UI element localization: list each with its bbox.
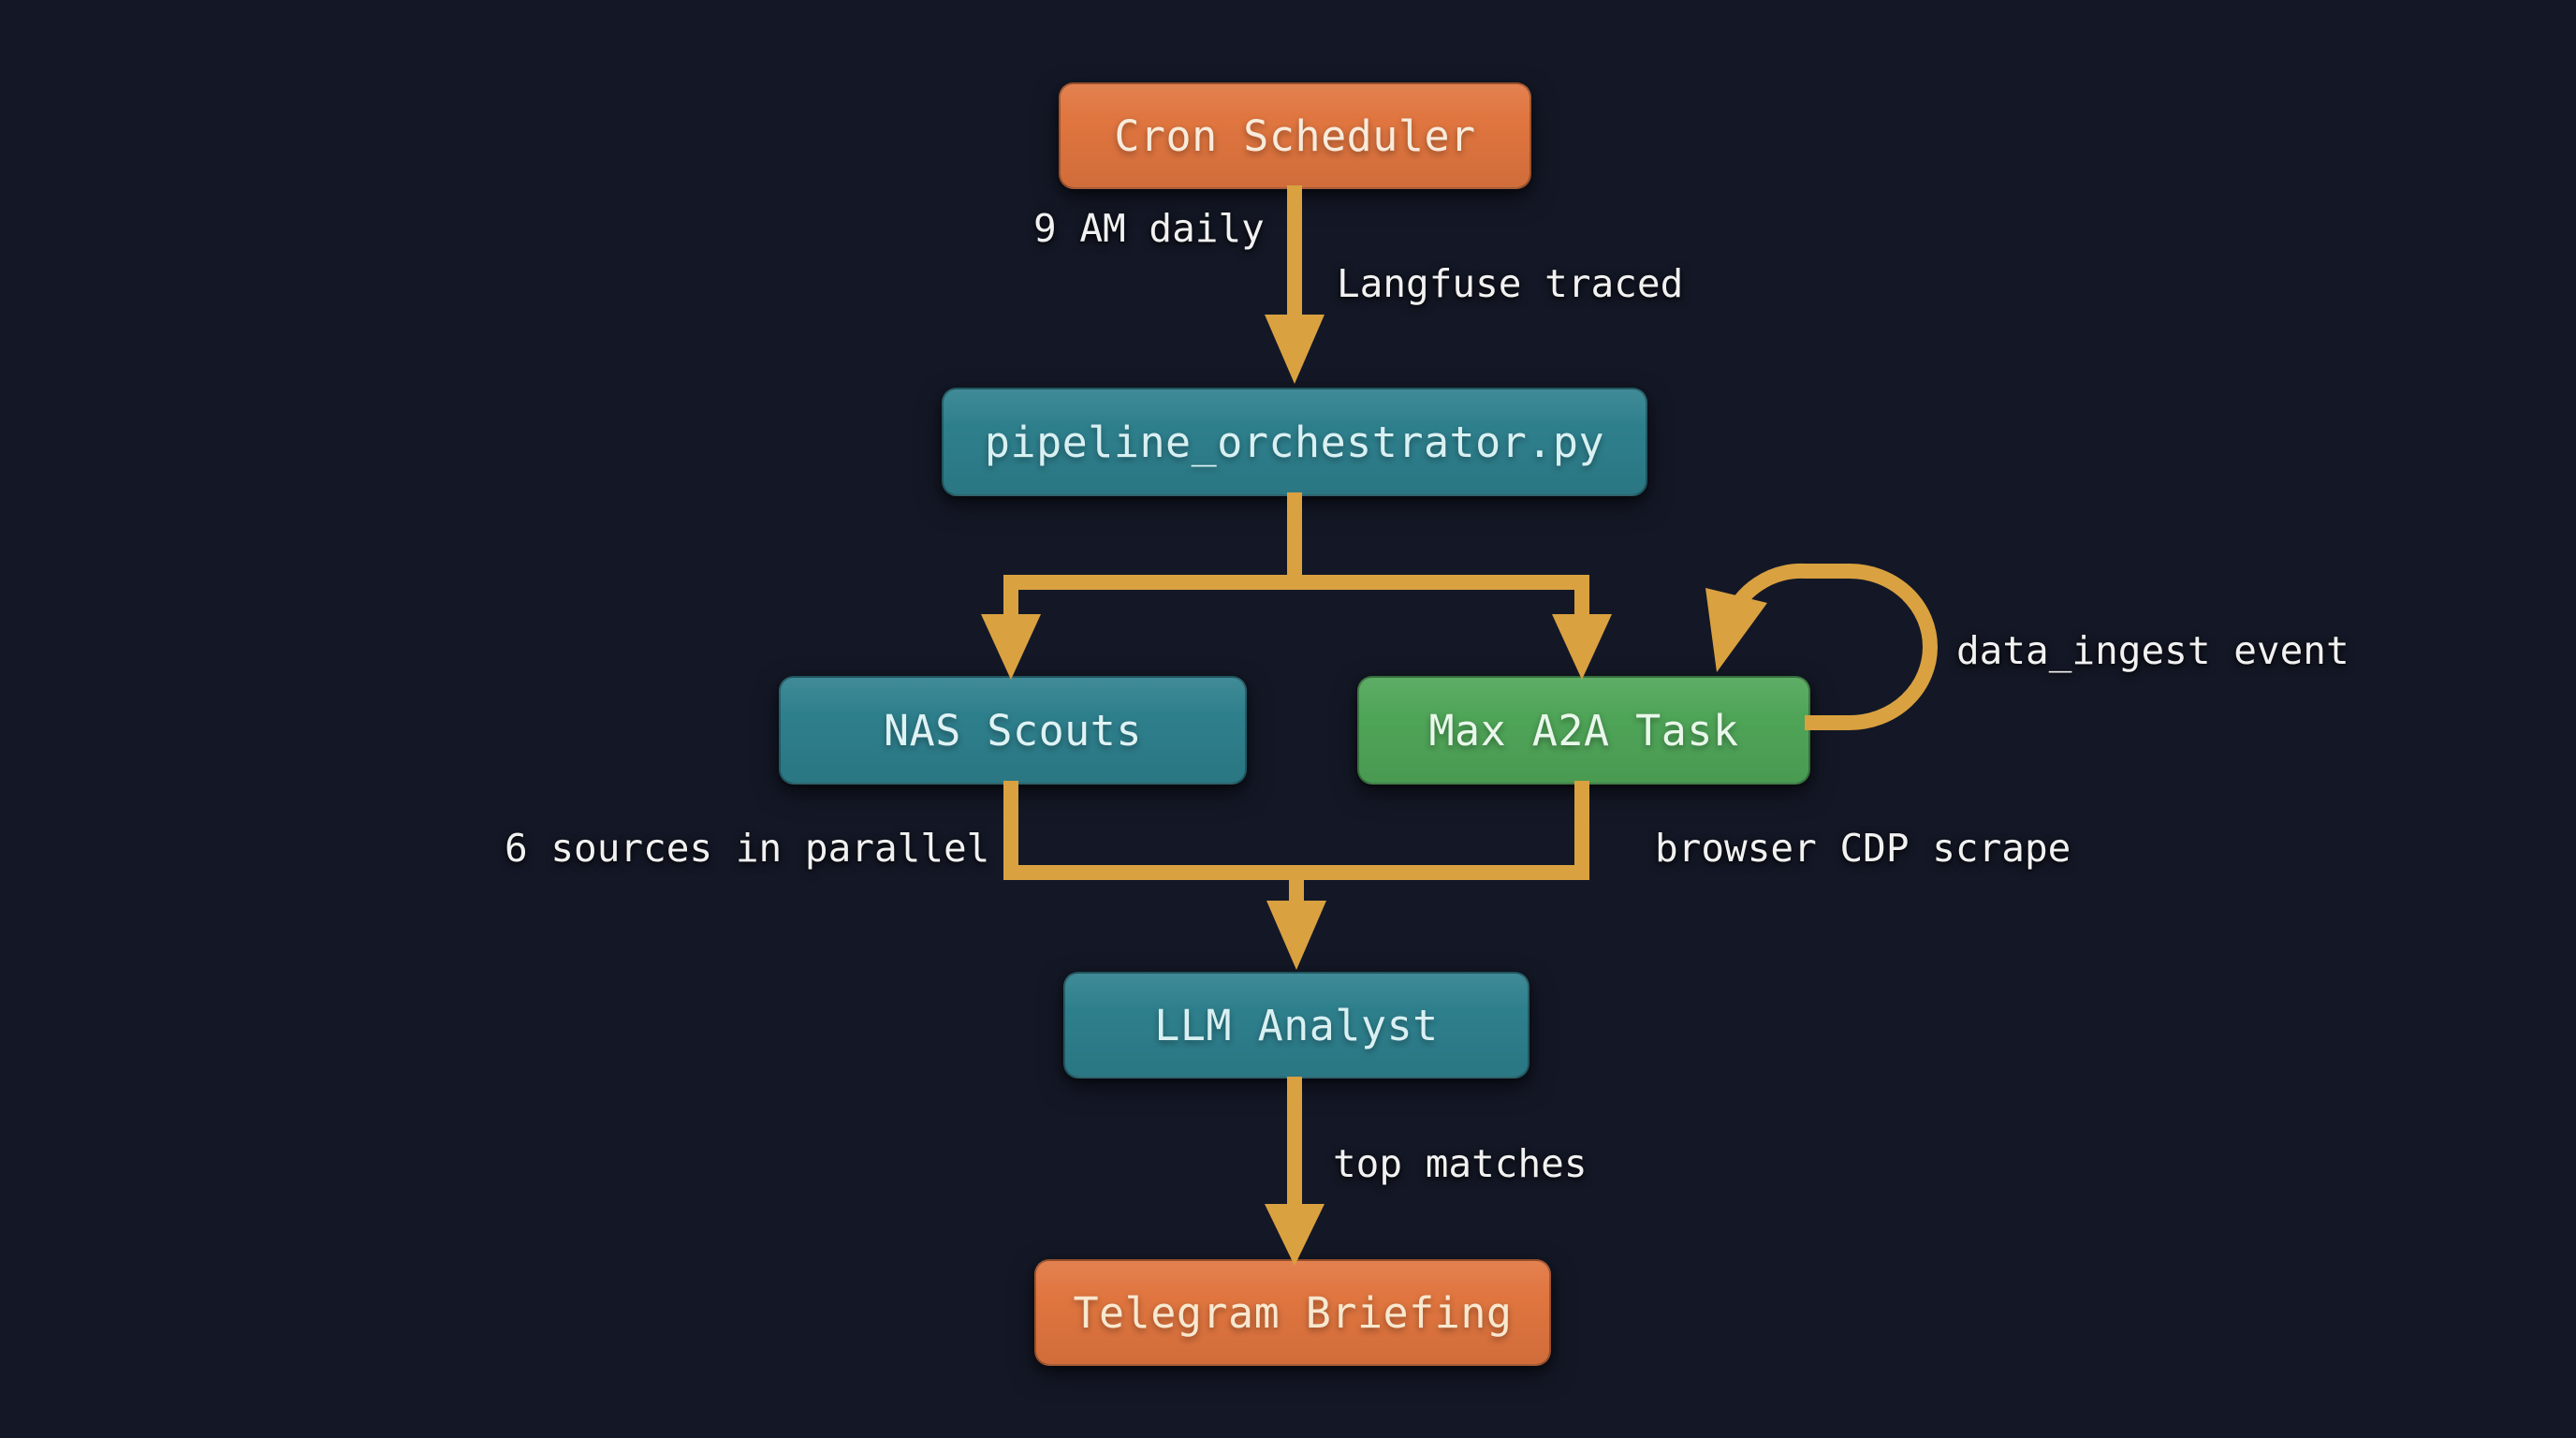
node-nas-scouts: NAS Scouts — [779, 676, 1247, 785]
node-max-a2a-task: Max A2A Task — [1357, 676, 1810, 785]
arrowhead-self-loop-max-a2a-task — [1705, 588, 1767, 672]
arrowhead-merge-to-llm-analyst — [1266, 901, 1326, 970]
arrow-merge-bar — [1003, 781, 1589, 880]
arrowhead-llm-to-telegram — [1265, 1204, 1325, 1266]
node-llm-analyst: LLM Analyst — [1063, 972, 1530, 1078]
edge-label-langfuse-traced: Langfuse traced — [1337, 261, 1684, 306]
node-max-a2a-task-label: Max A2A Task — [1428, 705, 1739, 756]
arrow-orchestrator-split-bar — [1003, 575, 1589, 618]
arrowhead-split-to-nas-scouts — [981, 614, 1041, 680]
node-pipeline-orchestrator: pipeline_orchestrator.py — [942, 388, 1647, 496]
node-cron-scheduler-label: Cron Scheduler — [1114, 110, 1476, 161]
edge-label-9-am-daily: 9 AM daily — [1033, 206, 1265, 251]
edge-label-browser-cdp-scrape: browser CDP scrape — [1655, 826, 2071, 871]
node-llm-analyst-label: LLM Analyst — [1154, 1000, 1439, 1050]
edge-label-six-sources-in-parallel: 6 sources in parallel — [505, 826, 990, 871]
edge-label-top-matches: top matches — [1333, 1141, 1588, 1186]
node-telegram-briefing-label: Telegram Briefing — [1073, 1287, 1513, 1338]
edge-label-data-ingest-event: data_ingest event — [1956, 628, 2349, 673]
node-cron-scheduler: Cron Scheduler — [1059, 82, 1531, 189]
node-pipeline-orchestrator-label: pipeline_orchestrator.py — [984, 417, 1605, 467]
node-nas-scouts-label: NAS Scouts — [884, 705, 1142, 756]
node-telegram-briefing: Telegram Briefing — [1034, 1259, 1551, 1366]
arrowhead-split-to-max-a2a-task — [1552, 614, 1612, 680]
arrowhead-cron-to-orchestrator — [1265, 315, 1325, 384]
